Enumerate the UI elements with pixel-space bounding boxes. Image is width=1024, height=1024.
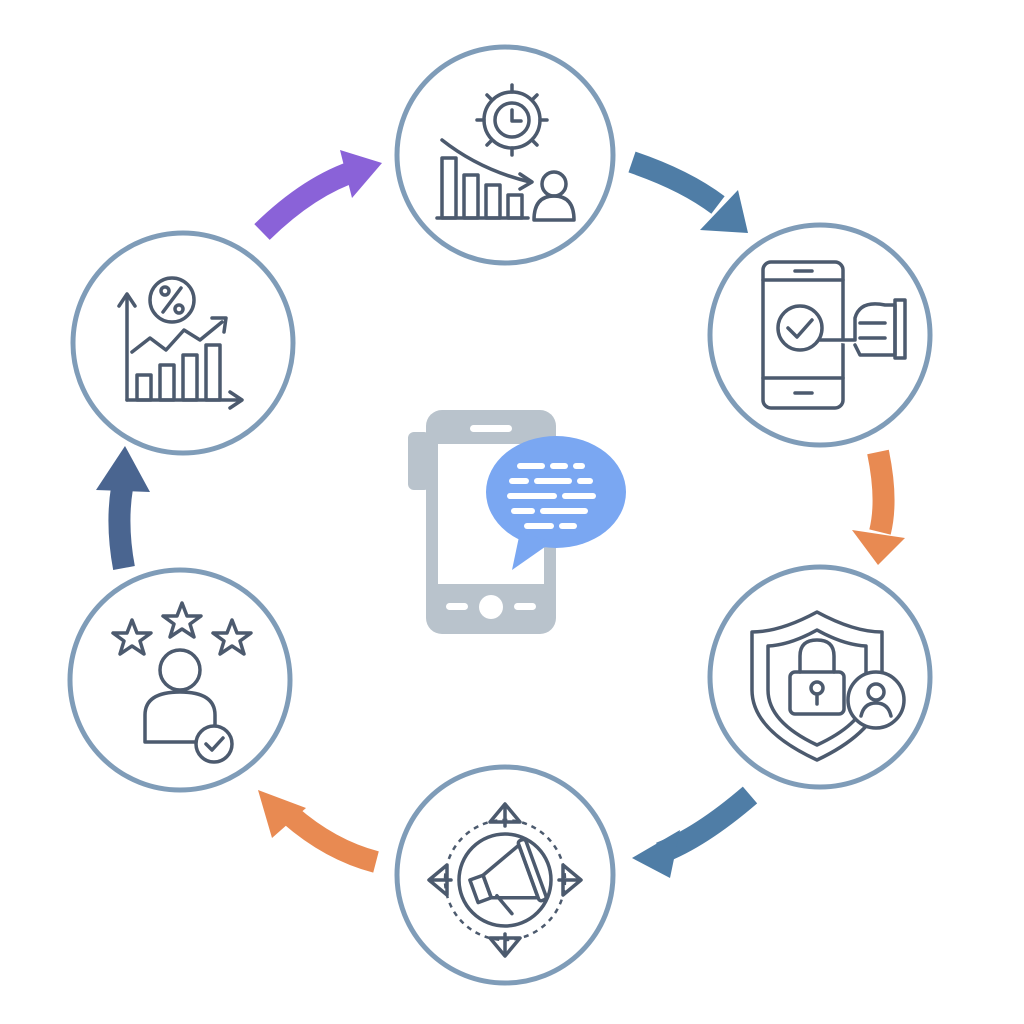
node-left-upper-ring xyxy=(70,230,296,456)
arrow-orange-right-down xyxy=(852,449,905,565)
phone-checkmark-hand-icon xyxy=(761,260,907,410)
gear-clock-declining-chart-user-icon xyxy=(435,83,576,222)
smartphone-chat-bubble-icon xyxy=(408,410,626,634)
megaphone-outward-arrows-icon xyxy=(427,802,583,958)
arrow-purple-to-top xyxy=(254,150,382,240)
arrow-orange-bottom-to-left xyxy=(258,790,379,873)
shield-padlock-user-icon xyxy=(750,610,906,762)
node-left-lower-ring xyxy=(67,567,293,793)
node-bottom-ring xyxy=(394,764,616,986)
arrow-steel-top-to-right xyxy=(628,151,748,233)
node-top-ring xyxy=(394,44,616,266)
node-right-lower-ring xyxy=(707,564,933,790)
arrow-steel-right-to-bottom xyxy=(632,786,758,878)
arrow-navy-left-up xyxy=(96,446,150,571)
percent-growth-chart-icon xyxy=(117,276,244,410)
user-three-stars-check-icon xyxy=(111,601,253,764)
